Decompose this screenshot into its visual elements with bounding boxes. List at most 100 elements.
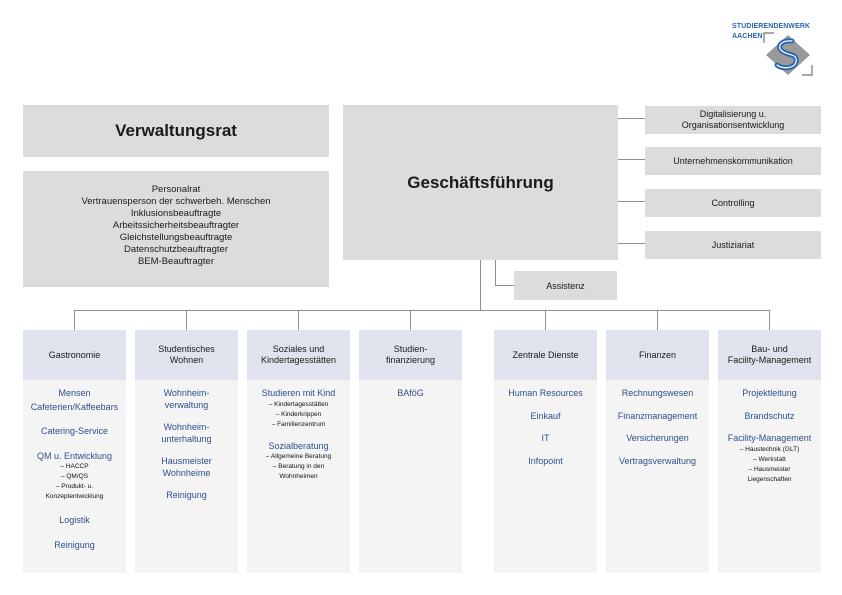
unit-item: verwaltung: [164, 399, 209, 410]
sub-unit-item: Liegenschaften: [747, 475, 792, 483]
dept-title-line: Studentisches: [158, 344, 215, 354]
connector-line: [618, 201, 645, 202]
sub-unit-item: – Beratung in den: [272, 463, 325, 470]
sub-unit-item: – Kinderkrippen: [275, 410, 322, 418]
dept-studienfinanzierung-header: Studien-finanzierung: [359, 330, 462, 380]
logo-line-1: STUDIERENDENWERK: [732, 23, 811, 30]
unit-item: Cafeterien/Kaffeebars: [30, 401, 119, 412]
sub-unit-item: Wohnheimen: [279, 473, 318, 480]
dept-zentrale-dienste-header: Zentrale Dienste: [494, 330, 597, 380]
staff-function-item: Datenschutzbeauftragter: [123, 244, 229, 255]
sub-unit-item: – Kindertagesstätten: [268, 400, 329, 408]
unit-item: Catering-Service: [40, 426, 109, 436]
staff-function-item: Vertrauensperson der schwerbeh. Menschen: [81, 196, 271, 207]
unit-item: IT: [541, 433, 550, 443]
verwaltungsrat-box: Verwaltungsrat: [23, 105, 329, 157]
dept-title-line: Studien-: [393, 344, 428, 354]
side-unit-digitalisierung: Digitalisierung u. Organisationsentwickl…: [645, 106, 821, 134]
connector-line: [298, 310, 299, 330]
connector-line: [618, 118, 645, 119]
side-unit-controlling: Controlling: [645, 189, 821, 217]
geschaeftsfuehrung-box: Geschäftsführung: [343, 105, 618, 260]
sub-unit-item: – Haustechnik (GLT): [739, 445, 800, 453]
connector-line: [618, 159, 645, 160]
staff-functions-box: Personalrat Vertrauensperson der schwerb…: [23, 171, 329, 287]
side-unit-label: Controlling: [711, 197, 755, 208]
unit-item: Versicherungen: [626, 433, 689, 443]
sub-unit-item: – Hausmeister: [748, 465, 791, 473]
unit-item: Projektleitung: [742, 388, 797, 398]
dept-studienfinanzierung-units: BAföG: [359, 380, 462, 573]
staff-function-item: Personalrat: [151, 184, 201, 195]
connector-line: [495, 285, 514, 286]
dept-title-line: Kindertagesstätten: [260, 355, 337, 365]
connector-line: [480, 260, 481, 310]
unit-item: Wohnheim-: [163, 422, 210, 432]
connector-line: [618, 243, 645, 244]
connector-line: [74, 310, 770, 311]
side-unit-label: Digitalisierung u.: [699, 109, 767, 119]
side-unit-justiziariat: Justiziariat: [645, 231, 821, 259]
connector-line: [545, 310, 546, 330]
dept-title-line: finanzierung: [385, 355, 436, 365]
unit-item: Reinigung: [166, 490, 207, 500]
unit-item: Mensen: [58, 388, 91, 398]
dept-soziales-units: Studieren mit Kind – Kindertagesstätten – …: [247, 380, 350, 573]
unit-item: Einkauf: [530, 410, 561, 421]
logo-text: STUDIERENDENWERK AACHEN: [732, 22, 810, 41]
sub-unit-item: – Produkt- u.: [55, 483, 94, 490]
sub-unit-item: – Familienzentrum: [271, 420, 326, 428]
sub-unit-item: Konzeptentwicklung: [45, 493, 104, 500]
unit-item: Human Resources: [508, 388, 583, 398]
unit-item: Vertragsverwaltung: [618, 455, 697, 466]
connector-line: [657, 310, 658, 330]
unit-item: Logistik: [59, 515, 90, 525]
dept-title-line: Soziales und: [272, 344, 325, 354]
connector-line: [410, 310, 411, 330]
dept-title-line: Wohnen: [169, 355, 204, 365]
sub-unit-item: – HACCP: [60, 463, 89, 470]
logo-line-2: AACHEN: [732, 32, 763, 40]
dept-gastronomie-header: Gastronomie: [23, 330, 126, 380]
dept-title-line: Facility-Management: [727, 355, 812, 365]
unit-item: BAföG: [397, 388, 424, 398]
unit-item: unterhaltung: [161, 433, 212, 444]
unit-item: Sozialberatung: [268, 440, 329, 451]
dept-title-line: Gastronomie: [48, 349, 101, 360]
staff-function-item: BEM-Beauftragter: [137, 256, 215, 267]
dept-title-line: Finanzen: [638, 349, 677, 360]
unit-item: QM u. Entwicklung: [36, 450, 113, 461]
staff-function-item: Inklusionsbeauftragte: [130, 208, 222, 219]
sub-unit-item: – Allgemeine Beratung: [265, 453, 332, 460]
connector-line: [186, 310, 187, 330]
assistenz-box: Assistenz: [514, 271, 617, 300]
side-unit-unternehmenskommunikation: Unternehmenskommunikation: [645, 147, 821, 175]
unit-item: Facility-Management: [727, 433, 812, 443]
logo-mark: [762, 31, 814, 82]
unit-item: Brandschutz: [744, 410, 795, 421]
connector-line: [74, 310, 75, 330]
connector-line: [769, 310, 770, 330]
sub-unit-item: – Werkstatt: [753, 455, 786, 463]
side-unit-label: Unternehmenskommunikation: [673, 155, 793, 166]
dept-finanzen-header: Finanzen: [606, 330, 709, 380]
connector-line: [495, 260, 496, 286]
dept-title-line: Zentrale Dienste: [512, 349, 579, 360]
side-unit-label: Justiziariat: [711, 239, 755, 250]
unit-item: Studieren mit Kind: [261, 388, 336, 398]
unit-item: Finanzmanagement: [617, 410, 698, 421]
unit-item: Hausmeister: [161, 456, 212, 466]
unit-item: Wohnheime: [162, 467, 211, 478]
unit-item: Infopoint: [528, 455, 563, 466]
unit-item: Rechnungswesen: [621, 388, 694, 398]
side-unit-label: Organisationsentwicklung: [681, 120, 785, 130]
unit-item: Wohnheim-: [163, 388, 210, 398]
